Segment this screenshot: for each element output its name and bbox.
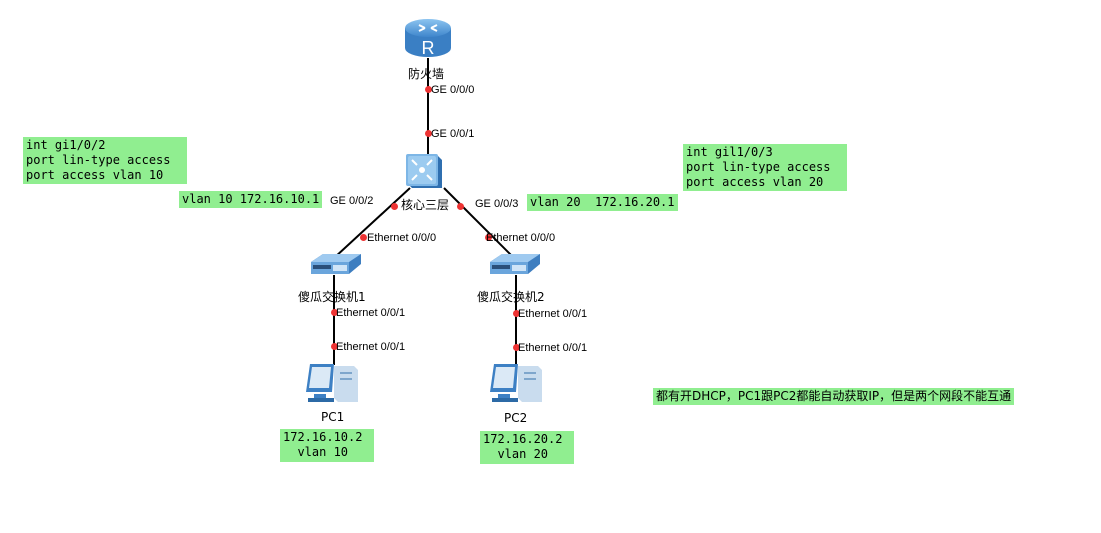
port-label-sw2-eth001: Ethernet 0/0/1 xyxy=(518,308,588,320)
firewall-label: 防火墙 xyxy=(408,67,445,81)
svg-text:R: R xyxy=(422,38,435,58)
switch-icon xyxy=(311,254,361,274)
note-right-config: int gil1/0/3 port lin-type access port a… xyxy=(683,144,847,191)
port-dot xyxy=(485,234,492,241)
switch2-label: 傻瓜交换机2 xyxy=(477,290,545,304)
note-pc2-info: 172.16.20.2 vlan 20 xyxy=(480,431,574,464)
pc1-device[interactable] xyxy=(304,360,360,411)
note-problem-description: 都有开DHCP，PC1跟PC2都能自动获取IP，但是两个网段不能互通 xyxy=(653,388,1015,405)
port-label-sw1-eth000: Ethernet 0/0/0 xyxy=(367,232,437,244)
link-core-sw2 xyxy=(443,187,515,259)
pc-icon xyxy=(490,364,542,402)
port-label-sw1-eth001: Ethernet 0/0/1 xyxy=(336,307,406,319)
pc-icon xyxy=(306,364,358,402)
switch1-label: 傻瓜交换机1 xyxy=(298,290,366,304)
pc2-label: PC2 xyxy=(504,411,528,425)
note-pc1-info: 172.16.10.2 vlan 10 xyxy=(280,429,374,462)
port-dot xyxy=(425,130,432,137)
port-label-core-ge003: GE 0/0/3 xyxy=(475,198,519,210)
link-core-sw1 xyxy=(333,187,411,259)
core-switch-device[interactable] xyxy=(404,152,444,195)
router-icon: R xyxy=(405,19,451,58)
note-vlan20-interface: vlan 20 172.16.20.1 xyxy=(527,194,678,211)
firewall-device[interactable]: R xyxy=(403,16,453,65)
port-label-fw-ge000: GE 0/0/0 xyxy=(431,84,475,96)
port-label-core-ge002: GE 0/0/2 xyxy=(330,195,374,207)
port-dot xyxy=(513,344,520,351)
port-label-core-ge001: GE 0/0/1 xyxy=(431,128,475,140)
port-dot xyxy=(360,234,367,241)
switch2-device[interactable] xyxy=(488,252,542,281)
port-label-pc1-eth001: Ethernet 0/0/1 xyxy=(336,341,406,353)
port-dot xyxy=(331,343,338,350)
core-switch-label: 核心三层 xyxy=(401,198,450,212)
note-left-config: int gi1/0/2 port lin-type access port ac… xyxy=(23,137,187,184)
port-dot xyxy=(391,203,398,210)
port-dot xyxy=(425,86,432,93)
port-dot xyxy=(457,203,464,210)
port-dot xyxy=(331,309,338,316)
note-vlan10-interface: vlan 10 172.16.10.1 xyxy=(179,191,323,208)
switch-icon xyxy=(490,254,540,274)
l3-switch-icon xyxy=(406,154,442,188)
switch1-device[interactable] xyxy=(309,252,363,281)
port-label-pc2-eth001: Ethernet 0/0/1 xyxy=(518,342,588,354)
port-dot xyxy=(513,310,520,317)
pc1-label: PC1 xyxy=(321,410,345,424)
pc2-device[interactable] xyxy=(488,360,544,411)
port-label-sw2-eth000: Ethernet 0/0/0 xyxy=(486,232,556,244)
